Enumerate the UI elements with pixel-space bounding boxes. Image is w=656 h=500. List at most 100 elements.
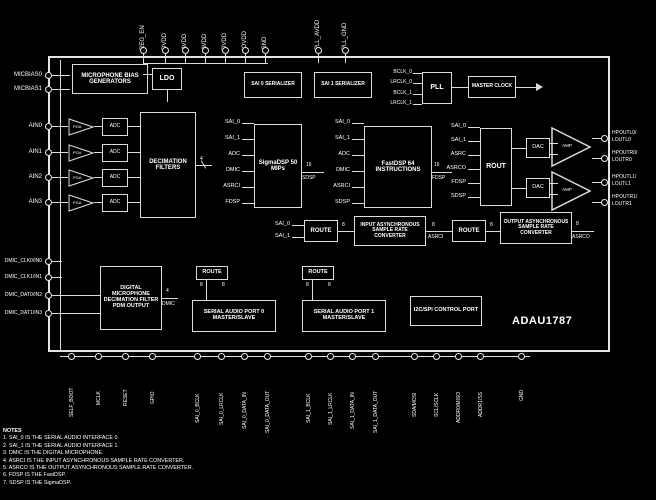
fastdsp-out-tag: FDSP	[432, 175, 446, 181]
bottom-pin-sai0-bclk[interactable]	[194, 353, 201, 360]
left-pin-ain0[interactable]	[45, 123, 52, 130]
bottom-pin-addr0-miso[interactable]	[455, 353, 462, 360]
right-pin-label-hpoutl0-a: HPOUTL0/	[612, 130, 637, 136]
bottom-pin-gpio[interactable]	[149, 353, 156, 360]
fd-in-sai0: SAI_0	[335, 119, 350, 125]
pga-3-out	[94, 202, 102, 203]
left-pin-label-ain0: AIN0	[28, 123, 42, 129]
left-pin-wire	[52, 277, 62, 278]
output-asrc-label: OUTPUT ASYNCHRONOUS SAMPLE RATE CONVERTE…	[503, 219, 569, 236]
dac-0: DAC	[526, 138, 550, 158]
left-pin-dmic-dat1[interactable]	[45, 310, 52, 317]
ldo-label: LDO	[159, 75, 175, 83]
left-pin-micbias1[interactable]	[45, 86, 52, 93]
bottom-pin-sai0-data-out[interactable]	[264, 353, 271, 360]
bottom-pin-sai1-data-in[interactable]	[349, 353, 356, 360]
right-pin-hpoutl0[interactable]	[601, 135, 608, 142]
pll-in-wire	[413, 83, 422, 84]
serial-audio-port-0-label: SERIAL AUDIO PORT 0 MASTER/SLAVE	[203, 309, 265, 321]
fd-in-dmic: DMIC	[335, 167, 350, 173]
pga-0: PGA	[68, 118, 95, 136]
sigmadsp-out-tag: SDSP	[302, 175, 316, 181]
bottom-pin-gnd[interactable]	[518, 353, 525, 360]
top-pin-wire	[225, 53, 226, 63]
pga-1-label: PGA	[73, 150, 82, 155]
rout-in-sai0: SAI_0	[451, 123, 466, 129]
bottom-pin-label-self-boot: SELF_BOOT	[69, 387, 75, 417]
sai1-serializer-block: SAI 1 SERIALIZER	[314, 72, 372, 98]
rout-in-wire	[468, 197, 480, 198]
left-pin-dmic-clk0[interactable]	[45, 258, 52, 265]
route-asrc-out-wire	[486, 231, 500, 232]
left-pin-micbias0[interactable]	[45, 72, 52, 79]
adc-2-out	[128, 177, 140, 178]
dmic-decimation-block: DIGITAL MICROPHONE DECIMATION FILTER PDM…	[100, 266, 162, 330]
mic-bias-block: MICROPHONE BIAS GENERATORS	[72, 64, 148, 94]
bottom-pin-sai0-lrclk[interactable]	[218, 353, 225, 360]
bottom-pin-sai0-data-in[interactable]	[241, 353, 248, 360]
bottom-pin-scl-sclk[interactable]	[433, 353, 440, 360]
top-pin-label-pll-gnd: PLL_GND	[342, 22, 348, 50]
bottom-pin-label-sai0-bclk: SAI_0_BCLK	[195, 393, 201, 423]
pga-2-out	[94, 177, 102, 178]
fd-in-wire	[352, 171, 364, 172]
rout-in-asrco: ASRCO	[446, 165, 466, 171]
sigmadsp-out-count: 16	[306, 162, 312, 168]
bottom-pin-sai1-lrclk[interactable]	[327, 353, 334, 360]
left-pin-dmic-clk1[interactable]	[45, 274, 52, 281]
pga-0-label: PGA	[73, 124, 82, 129]
pga-1: PGA	[68, 144, 95, 162]
route-sap1-count: 8	[306, 282, 309, 288]
dmic-out-wire	[162, 298, 178, 299]
control-port-block: I2C/SPI CONTROL PORT	[410, 296, 482, 326]
bottom-pin-sai1-bclk[interactable]	[305, 353, 312, 360]
power-rail	[143, 63, 268, 64]
left-pin-ain1[interactable]	[45, 149, 52, 156]
serial-audio-port-1-label: SERIAL AUDIO PORT 1 MASTER/SLAVE	[313, 309, 375, 321]
rout-to-dac0	[512, 148, 526, 149]
adc-3-out	[128, 202, 140, 203]
pga-2: PGA	[68, 169, 95, 187]
input-asrc-label: INPUT ASYNCHRONOUS SAMPLE RATE CONVERTER	[360, 222, 420, 239]
ldo-out-wire	[167, 90, 168, 102]
sai0-serializer-block: SAI 0 SERIALIZER	[244, 72, 302, 98]
route-sap0-count-b: 8	[222, 282, 225, 288]
route-sap1-label: ROUTE	[308, 269, 328, 276]
bottom-pin-sai1-data-out[interactable]	[372, 353, 379, 360]
left-pin-wire	[52, 261, 62, 262]
bottom-pin-self-boot[interactable]	[68, 353, 75, 360]
input-asrc-block: INPUT ASYNCHRONOUS SAMPLE RATE CONVERTER	[354, 216, 426, 246]
bottom-pin-addr1-ss[interactable]	[477, 353, 484, 360]
pll-block: PLL	[422, 72, 452, 104]
top-pin-wire	[265, 53, 266, 63]
serial-audio-port-0-block: SERIAL AUDIO PORT 0 MASTER/SLAVE	[192, 300, 276, 332]
top-pin-wire	[318, 53, 319, 63]
route-sap0-label: ROUTE	[202, 269, 222, 276]
left-pin-dmic-dat0[interactable]	[45, 292, 52, 299]
rout-in-wire	[468, 127, 480, 128]
right-pin-hpoutr0[interactable]	[601, 155, 608, 162]
left-pin-ain2[interactable]	[45, 174, 52, 181]
right-pin-hpoutl1[interactable]	[601, 179, 608, 186]
rm-in-asrci: ASRCI	[223, 183, 240, 189]
left-pin-label-micbias0: MICBIAS0	[13, 72, 42, 78]
bottom-pin-label-sai1-lrclk: SAI_1_LRCLK	[328, 392, 334, 425]
part-name-label: ADAU1787	[512, 315, 573, 327]
fd-in-wire	[352, 155, 364, 156]
output-asrc-out-count: 8	[576, 221, 579, 227]
out-wire-1	[592, 158, 602, 159]
left-pin-ain3[interactable]	[45, 199, 52, 206]
adc-2-label: ADC	[109, 174, 121, 181]
pll-to-mclk-wire	[452, 87, 468, 88]
adc-0-out	[128, 126, 140, 127]
right-pin-hpoutr1[interactable]	[601, 199, 608, 206]
bottom-pin-label-addr0-miso: ADDR0/MISO	[456, 391, 462, 423]
rm-in-sai0: SAI_0	[225, 119, 240, 125]
bottom-pin-reset[interactable]	[122, 353, 129, 360]
bottom-pin-mclk[interactable]	[95, 353, 102, 360]
rout-in-sdsp: SDSP	[451, 193, 466, 199]
dac-1-label: DAC	[532, 184, 544, 191]
bottom-pin-sda-mosi[interactable]	[411, 353, 418, 360]
pll-in-bclk0: BCLK_0	[393, 69, 412, 75]
